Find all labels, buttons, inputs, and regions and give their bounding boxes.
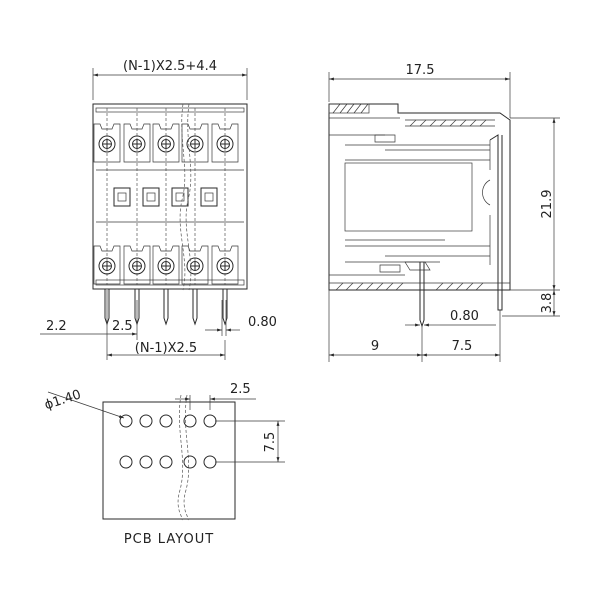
dim-front: 9 [371, 339, 379, 354]
screw-inner [102, 139, 112, 149]
screw-inner [102, 261, 112, 271]
screw-head [186, 257, 204, 275]
side-rear-pin [497, 290, 503, 311]
pcb-hole [159, 414, 173, 428]
terminal-cell [211, 245, 239, 285]
terminal-cell [181, 123, 209, 163]
pcb-hole [139, 414, 153, 428]
bottom-screw-row [93, 245, 239, 285]
terminal-cell [93, 123, 121, 163]
screw-inner [190, 139, 200, 149]
pcb-hole [159, 455, 173, 469]
dim-total-width: (N-1)X2.5+4.4 [123, 59, 217, 74]
side-front-pin [419, 262, 425, 328]
pin [222, 289, 228, 326]
pin [192, 289, 198, 326]
pin [163, 289, 169, 326]
dim-depth: 17.5 [406, 63, 435, 78]
dim-pin-width: 0.80 [248, 315, 277, 330]
screw-head [98, 135, 116, 153]
pcb-layout-caption: PCB LAYOUT [124, 532, 214, 547]
release-window-row [96, 169, 244, 223]
pcb-outline [102, 401, 236, 520]
terminal-cell [93, 245, 121, 285]
terminal-cell [123, 123, 151, 163]
screw-inner [161, 261, 171, 271]
screw-head [157, 135, 175, 153]
screw-inner [220, 261, 230, 271]
release-window-inner [117, 192, 127, 202]
side-body-outline [328, 103, 511, 291]
side-view: 17.5 [328, 63, 560, 362]
pcb-layout: ϕ1.40 2.5 7.5 PCB LAYOUT [43, 382, 285, 547]
pcb-hole [119, 455, 133, 469]
terminal-cell [211, 123, 239, 163]
screw-head [157, 257, 175, 275]
release-window-inner [204, 192, 214, 202]
release-window [171, 187, 189, 207]
pcb-hole [183, 455, 197, 469]
pcb-hole [203, 455, 217, 469]
terminal-cell [152, 245, 180, 285]
release-window [142, 187, 160, 207]
dim-row-spacing: 7.5 [263, 432, 278, 453]
screw-head [128, 135, 146, 153]
release-window-inner [175, 192, 185, 202]
screw-head [98, 257, 116, 275]
dim-pin-span: (N-1)X2.5 [135, 341, 197, 356]
terminal-cell [152, 123, 180, 163]
release-window [200, 187, 218, 207]
terminal-cell [123, 245, 151, 285]
dim-hole-diameter: ϕ1.40 [43, 387, 83, 413]
dim-pin-length: 3.8 [540, 293, 555, 314]
dim-height: 21.9 [540, 190, 555, 219]
screw-inner [132, 261, 142, 271]
pcb-hole [203, 414, 217, 428]
screw-head [216, 257, 234, 275]
dim-rear: 7.5 [452, 339, 473, 354]
pcb-hole [119, 414, 133, 428]
terminal-cell [181, 245, 209, 285]
screw-head [216, 135, 234, 153]
housing-outline [92, 103, 248, 290]
screw-head [128, 257, 146, 275]
release-window [113, 187, 131, 207]
release-window-inner [146, 192, 156, 202]
pcb-hole-grid [119, 414, 217, 469]
pcb-hole [139, 455, 153, 469]
front-view: (N-1)X2.5+4.4 2.2 2.5 0.80 [40, 59, 277, 360]
break-line [179, 103, 186, 291]
dim-pcb-pitch: 2.5 [230, 382, 251, 397]
pcb-hole [183, 414, 197, 428]
screw-inner [161, 139, 171, 149]
dim-left-offset: 2.2 [46, 319, 67, 334]
screw-inner [132, 139, 142, 149]
screw-inner [220, 139, 230, 149]
dim-pitch: 2.5 [112, 319, 133, 334]
top-screw-row [93, 123, 239, 163]
screw-head [186, 135, 204, 153]
dim-side-pin-width: 0.80 [450, 309, 479, 324]
